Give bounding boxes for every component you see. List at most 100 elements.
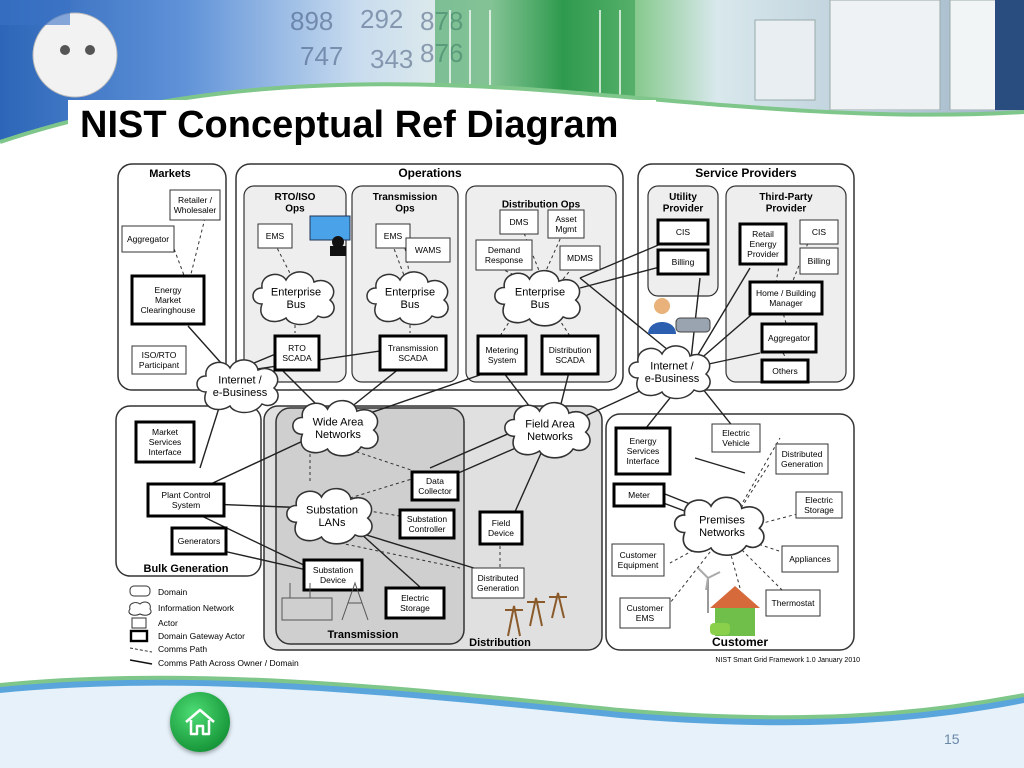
- actor-ems-trans: EMS: [375, 223, 411, 249]
- network-label-enterprise-bus-trans-line-0: Enterprise: [385, 287, 435, 299]
- legend-swatch-gateway: [129, 629, 149, 643]
- legend-swatch-domain: [129, 585, 151, 597]
- svg-text:343: 343: [370, 44, 413, 74]
- slide-title: NIST Conceptual Ref Diagram: [80, 104, 619, 146]
- domain-label-markets: Markets: [149, 168, 191, 180]
- legend-label-5: Comms Path Across Owner / Domain: [158, 658, 299, 668]
- header-photo-collage: 898292878 747343876: [0, 0, 1024, 110]
- actor-label-electric-storage-c-line-0: Electric: [805, 495, 834, 505]
- actor-aggregator-markets: Aggregator: [121, 225, 175, 253]
- actor-label-customer-equipment-line-0: Customer: [620, 550, 657, 560]
- home-button[interactable]: [170, 692, 230, 752]
- actor-label-cis-third-line-0: CIS: [812, 227, 827, 237]
- actor-label-distributed-generation-c-line-0: Distributed: [782, 449, 823, 459]
- actor-label-customer-ems-line-0: Customer: [627, 603, 664, 613]
- actor-label-generators-line-0: Generators: [178, 536, 221, 546]
- actor-box-retail-energy-provider: [738, 222, 788, 266]
- network-label-enterprise-bus-rto-line-0: Enterprise: [271, 287, 321, 299]
- actor-box-aggregator-sp: [760, 322, 818, 354]
- network-label-internet-left-line-0: Internet /: [218, 375, 262, 387]
- actor-label-energy-services-interface-line-1: Services: [627, 446, 660, 456]
- actor-label-transmission-scada-line-1: SCADA: [398, 353, 428, 363]
- actor-box-mdms: [559, 245, 601, 271]
- actor-label-distribution-scada-line-1: SCADA: [555, 355, 585, 365]
- actor-label-metering-system-line-0: Metering: [485, 345, 518, 355]
- actor-retailer-wholesaler: Retailer /Wholesaler: [169, 189, 221, 221]
- actor-thermostat: Thermostat: [765, 589, 821, 617]
- network-label-wide-area-networks-line-1: Networks: [315, 429, 361, 441]
- footer-wave: [0, 675, 1024, 768]
- network-label-enterprise-bus-dist-line-0: Enterprise: [515, 287, 565, 299]
- power-poles-icon: [505, 592, 567, 637]
- actor-label-electric-storage-t-line-0: Electric: [401, 593, 430, 603]
- actor-label-customer-equipment-line-1: Equipment: [618, 560, 659, 570]
- actor-label-home-building-manager-line-0: Home / Building: [756, 288, 816, 298]
- actor-label-cis-utility-line-0: CIS: [676, 227, 691, 237]
- actor-label-market-services-interface-line-1: Services: [149, 437, 182, 447]
- actor-label-plant-control-system-line-1: System: [172, 500, 200, 510]
- network-label-internet-right-line-0: Internet /: [650, 361, 694, 373]
- actor-box-market-services-interface: [134, 420, 196, 464]
- actor-label-others-line-0: Others: [772, 366, 798, 376]
- svg-text:898: 898: [290, 6, 333, 36]
- actor-box-transmission-scada: [378, 334, 448, 372]
- actor-box-energy-market-clearinghouse: [130, 274, 206, 326]
- actor-label-electric-storage-c-line-1: Storage: [804, 505, 834, 515]
- actor-box-energy-services-interface: [614, 426, 672, 476]
- subdomain-label-third-party-provider-line-0: Third-Party: [759, 192, 813, 203]
- actor-label-demand-response-line-1: Response: [485, 255, 524, 265]
- actor-label-data-collector-line-0: Data: [426, 476, 444, 486]
- actor-box-distributed-generation-d: [471, 567, 525, 599]
- actor-box-meter: [612, 482, 666, 508]
- subdomain-label-third-party-provider-line-1: Provider: [766, 203, 807, 214]
- domain-label-service-providers: Service Providers: [695, 166, 797, 180]
- network-label-wide-area-networks-line-0: Wide Area: [313, 417, 365, 429]
- actor-label-iso-rto-participant-line-1: Participant: [139, 360, 180, 370]
- actor-label-ems-rto-line-0: EMS: [266, 231, 285, 241]
- actor-label-substation-device-line-0: Substation: [313, 565, 353, 575]
- actor-label-billing-third-line-0: Billing: [808, 256, 831, 266]
- actor-dms: DMS: [499, 209, 539, 235]
- legend-swatch-comms-across: [129, 659, 153, 665]
- actor-label-demand-response-line-0: Demand: [488, 245, 520, 255]
- networks-layer: EnterpriseBusEnterpriseBusEnterpriseBusI…: [196, 269, 765, 556]
- framework-footnote: NIST Smart Grid Framework 1.0 January 20…: [715, 657, 860, 664]
- actor-box-others: [760, 358, 810, 384]
- actor-label-substation-controller-line-1: Controller: [409, 524, 446, 534]
- domain-label-transmission: Transmission: [328, 629, 399, 641]
- network-label-field-area-networks-line-0: Field Area: [525, 419, 575, 431]
- actor-box-demand-response: [475, 239, 533, 271]
- page-number: 15: [944, 731, 960, 747]
- actor-label-asset-mgmt-line-0: Asset: [555, 214, 577, 224]
- actor-label-appliances-line-0: Appliances: [789, 554, 831, 564]
- actor-label-market-services-interface-line-2: Interface: [148, 447, 181, 457]
- network-cloud-internet-right: Internet /e-Business: [628, 345, 711, 400]
- actor-box-retailer-wholesaler: [169, 189, 221, 221]
- actor-label-billing-utility-line-0: Billing: [672, 257, 695, 267]
- legend-swatch-comms: [129, 647, 153, 653]
- actor-box-electric-storage-c: [795, 491, 843, 519]
- actor-appliances: Appliances: [781, 545, 839, 573]
- actor-cis-utility: CIS: [656, 218, 710, 246]
- actor-label-thermostat-line-0: Thermostat: [772, 598, 816, 608]
- domain-label-bulk-generation: Bulk Generation: [144, 563, 229, 575]
- actor-label-retailer-wholesaler-line-1: Wholesaler: [174, 205, 217, 215]
- actor-mdms: MDMS: [559, 245, 601, 271]
- actor-box-aggregator-markets: [121, 225, 175, 253]
- actor-label-electric-vehicle-line-1: Vehicle: [722, 438, 750, 448]
